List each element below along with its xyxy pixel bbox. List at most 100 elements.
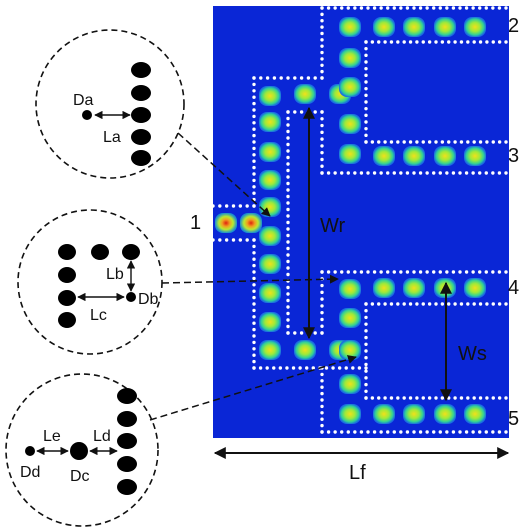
via: [432, 430, 436, 434]
via: [364, 376, 368, 380]
field-cell: [339, 144, 361, 164]
via: [364, 309, 368, 313]
via: [396, 302, 400, 306]
via: [421, 140, 425, 144]
via: [320, 157, 324, 162]
via: [311, 366, 315, 370]
via: [320, 137, 324, 141]
via: [497, 6, 502, 10]
via: [478, 430, 482, 434]
via: [313, 110, 317, 114]
via: [491, 140, 495, 144]
field-cell: [259, 254, 281, 274]
via: [399, 6, 403, 10]
via: [370, 140, 375, 144]
via: [466, 40, 470, 44]
via: [402, 40, 406, 44]
field-cell: [339, 340, 361, 360]
via: [313, 76, 317, 80]
via: [418, 6, 423, 10]
via: [218, 204, 222, 208]
via: [445, 270, 449, 274]
via: [445, 171, 449, 175]
via: [306, 76, 311, 80]
via: [427, 302, 432, 306]
via: [491, 270, 495, 274]
via: [459, 40, 464, 44]
via: [402, 302, 406, 306]
via: [320, 50, 324, 55]
via: [272, 76, 277, 80]
via: [286, 194, 290, 199]
via: [320, 430, 324, 434]
via: [252, 257, 256, 261]
via: [252, 315, 256, 319]
via: [286, 311, 290, 316]
via: [392, 270, 396, 274]
via: [252, 153, 256, 157]
via: [252, 366, 256, 370]
via: [485, 40, 489, 44]
ws-label: Ws: [458, 343, 487, 365]
via: [478, 40, 483, 44]
via: [459, 396, 464, 400]
via: [434, 396, 438, 400]
field-cell: [259, 197, 281, 217]
via: [285, 366, 289, 370]
via: [485, 140, 489, 144]
via: [364, 322, 368, 326]
via: [364, 80, 368, 84]
field-cell: [339, 279, 361, 299]
via: [447, 302, 451, 306]
via: [252, 302, 256, 306]
via: [412, 171, 416, 175]
via: [389, 396, 394, 400]
via: [504, 270, 508, 274]
via: [252, 327, 256, 332]
via: [320, 117, 324, 121]
via: [320, 324, 324, 328]
via: [399, 171, 403, 175]
via: [320, 171, 324, 175]
field-cell: [464, 146, 486, 166]
via: [340, 171, 344, 175]
field-cell: [294, 84, 316, 104]
via: [293, 110, 297, 114]
field-cell: [464, 404, 486, 424]
via: [252, 289, 256, 293]
via: [320, 57, 324, 61]
via: [464, 6, 469, 10]
via: [453, 140, 457, 144]
via: [252, 283, 256, 287]
via: [279, 76, 283, 80]
field-cell: [434, 404, 456, 424]
via: [346, 171, 350, 175]
via: [497, 430, 502, 434]
via: [405, 270, 410, 274]
via: [453, 302, 457, 306]
via: [252, 270, 256, 274]
via: [408, 40, 413, 44]
via: [364, 369, 368, 373]
via: [504, 396, 508, 400]
via: [320, 404, 324, 409]
via: [383, 302, 387, 306]
via: [383, 396, 387, 400]
via: [364, 315, 368, 320]
via: [258, 366, 263, 370]
field-cell: [240, 213, 262, 233]
via: [471, 430, 475, 434]
via: [434, 302, 438, 306]
via: [320, 411, 324, 415]
via: [453, 40, 457, 44]
via: [286, 331, 290, 335]
via: [497, 40, 502, 44]
via: [497, 140, 502, 144]
via: [438, 6, 442, 10]
via: [366, 6, 370, 10]
via: [252, 238, 256, 242]
via: [252, 108, 256, 112]
via: [245, 204, 249, 208]
via: [451, 430, 456, 434]
